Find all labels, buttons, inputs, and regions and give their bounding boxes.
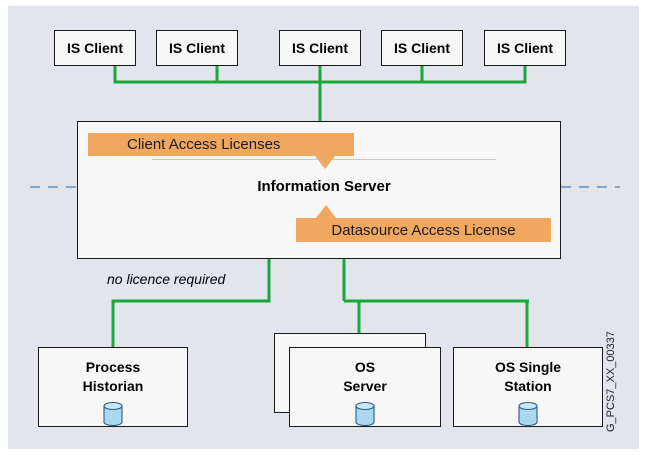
client-license-arrow-icon <box>315 156 335 169</box>
os-server-box: OS Server <box>289 347 441 427</box>
information-server-title: Information Server <box>257 178 391 195</box>
is-client-3: IS Client <box>279 30 361 66</box>
is-client-5: IS Client <box>484 30 566 66</box>
is-client-1: IS Client <box>54 30 136 66</box>
datasource-connectors <box>111 245 529 347</box>
os-single-station-label: OS Single Station <box>494 359 562 394</box>
is-client-2: IS Client <box>156 30 238 66</box>
os-single-station-box: OS Single Station <box>453 347 603 427</box>
os-server-label: OS Server <box>343 359 387 394</box>
client-connectors <box>113 66 527 121</box>
is-client-4: IS Client <box>381 30 463 66</box>
database-icon <box>103 401 123 426</box>
no-licence-note: no licence required <box>107 271 226 287</box>
process-historian-label: Process Historian <box>82 359 144 394</box>
process-historian-box: Process Historian <box>38 347 188 427</box>
client-access-licenses-bar: Client Access Licenses <box>88 133 354 156</box>
database-icon <box>518 401 538 426</box>
datasource-access-license-bar: Datasource Access License <box>296 218 551 242</box>
datasource-license-arrow-icon <box>316 205 336 218</box>
figure-id: G_PCS7_XX_00337 <box>605 331 617 432</box>
database-icon <box>355 401 375 426</box>
